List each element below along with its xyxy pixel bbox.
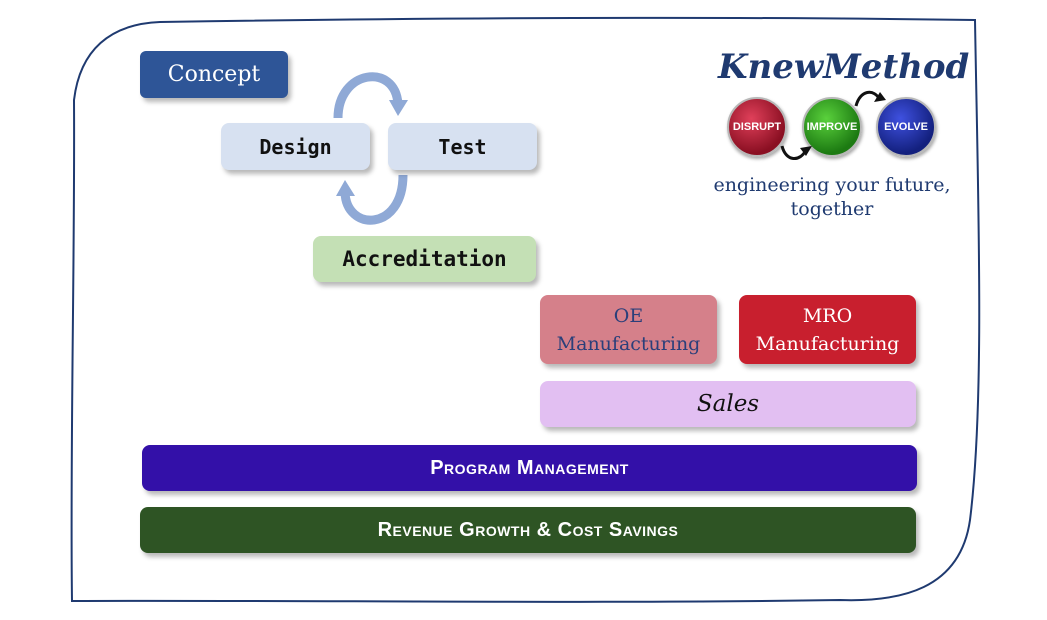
program-management-bar: Program Management [142,445,917,491]
improve-label: IMPROVE [806,121,858,133]
disrupt-ball: DISRUPT [727,97,787,157]
oe-label-line2: Manufacturing [556,332,701,355]
mro-label-line1: MRO [802,304,853,327]
oe-manufacturing-box: OE Manufacturing [540,295,717,364]
design-box: Design [221,123,370,170]
mro-manufacturing-box: MRO Manufacturing [739,295,916,364]
evolve-label: EVOLVE [884,121,928,133]
revenue-growth-bar: Revenue Growth & Cost Savings [140,507,916,553]
mro-label-line2: Manufacturing [755,332,900,355]
tagline-line2: together [790,198,874,220]
logo-wordmark: KnewMethod [718,47,970,87]
disrupt-label: DISRUPT [732,121,782,133]
test-box: Test [388,123,537,170]
sales-label: Sales [696,391,760,417]
concept-box: Concept [140,51,288,98]
accreditation-box: Accreditation [313,236,536,282]
concept-label: Concept [167,62,261,87]
logo-tagline: engineering your future, together [712,173,952,221]
sales-box: Sales [540,381,916,427]
program-management-label: Program Management [430,456,629,479]
test-label: Test [438,134,487,159]
evolve-ball: EVOLVE [876,97,936,157]
design-label: Design [259,134,332,159]
tagline-line1: engineering your future, [713,174,951,196]
accreditation-label: Accreditation [342,247,507,271]
oe-label-line1: OE [613,304,644,327]
revenue-growth-label: Revenue Growth & Cost Savings [377,518,679,541]
improve-ball: IMPROVE [802,97,862,157]
